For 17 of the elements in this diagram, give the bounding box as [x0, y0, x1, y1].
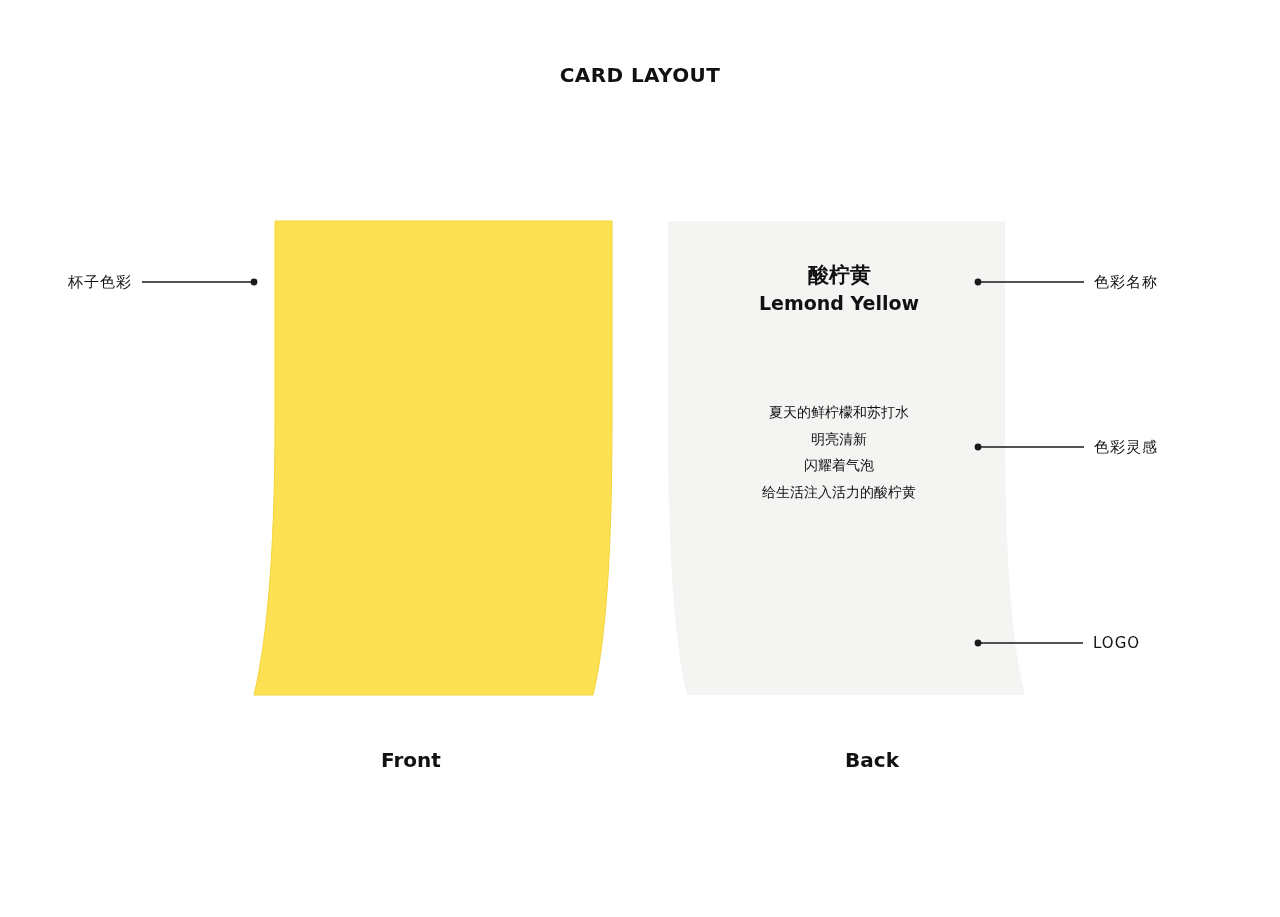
callout-label: 色彩名称	[1094, 272, 1158, 292]
verse-line: 给生活注入活力的酸柠黄	[762, 482, 916, 502]
verse-line: 闪耀着气泡	[804, 456, 874, 476]
callout-label: LOGO	[1093, 633, 1141, 653]
leader-line	[974, 639, 1084, 647]
callout-label: 色彩灵感	[1094, 437, 1158, 457]
page-title: CARD LAYOUT	[559, 62, 721, 89]
leader-line	[141, 278, 258, 286]
verse-line: 夏天的鲜柠檬和苏打水	[769, 403, 909, 422]
color-name-latin: Lemond Yellow	[758, 291, 920, 316]
verse-line: 明亮清新	[811, 429, 867, 449]
color-name: 酸柠黄	[807, 262, 871, 289]
leader-line	[974, 278, 1085, 286]
callout-label: 杯子色彩	[68, 272, 132, 292]
card-caption: Front	[381, 747, 441, 774]
leader-line	[974, 443, 1085, 451]
card-caption: Back	[845, 747, 899, 774]
